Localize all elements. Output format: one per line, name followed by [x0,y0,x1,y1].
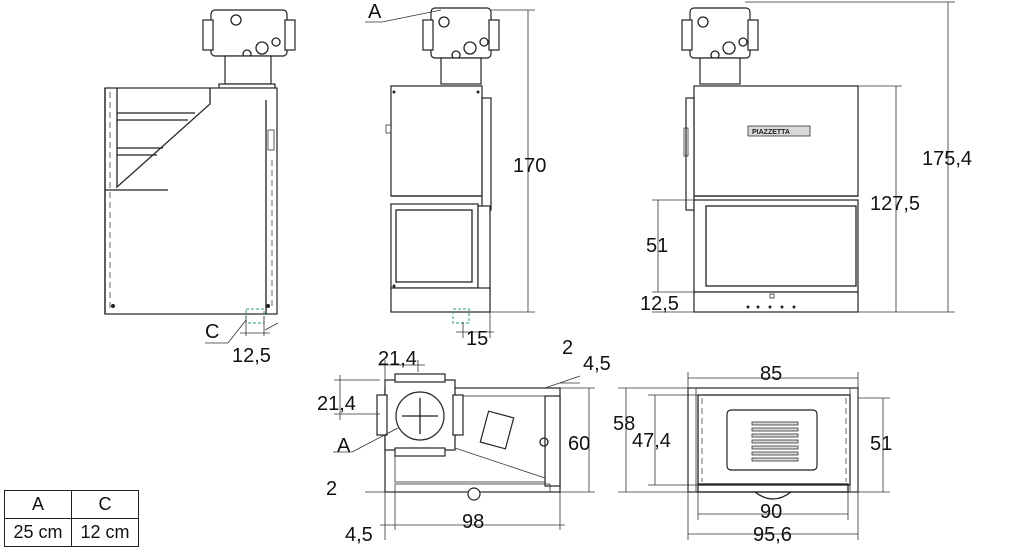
label-a-front: A [368,1,382,23]
side-view-body [104,87,278,315]
dimension-labels: A C 170 175,4 127,5 51 12,5 12,5 15 21,4… [205,1,972,546]
dim-4-5-bottom: 4,5 [345,524,373,546]
dim-51-depth: 51 [870,433,892,455]
dim-170: 170 [513,155,546,177]
legend-header-c: C [71,490,139,519]
legend-header-a: A [4,490,72,519]
dim-21-4-side: 21,4 [317,393,356,415]
legend-table: A C 25 cm 12 cm [4,490,139,547]
brand-plate [747,125,811,137]
dim-21-4-top: 21,4 [378,348,417,370]
dim-47-4: 47,4 [632,430,671,452]
legend-value-c: 12 cm [71,518,139,547]
front-view-hood [390,85,483,197]
front-view-right [652,1,955,313]
grate-bars [751,421,799,462]
dim-58: 58 [613,413,635,435]
front-view-fan-unit [422,7,500,85]
front-view [365,7,535,338]
front-view-firebox [390,203,479,289]
dim-12-5-left: 12,5 [232,345,271,367]
brand-plate-text: PIAZZETTA [752,129,790,136]
dim-90: 90 [760,501,782,523]
dim-12-5-right: 12,5 [640,293,679,315]
dim-127-5: 127,5 [870,193,920,215]
dim-175-4: 175,4 [922,148,972,170]
legend-value-a: 25 cm [4,518,72,547]
side-view-fan-unit [202,9,296,101]
dim-95-6: 95,6 [753,524,792,546]
side-view [104,9,296,344]
top-view-right [618,372,890,540]
dim-98: 98 [462,511,484,533]
front-view-right-hood [693,85,859,197]
dim-2-bottom: 2 [326,478,337,500]
dim-51-height: 51 [646,235,668,257]
dim-60: 60 [568,433,590,455]
front-view-right-firebox [693,199,859,293]
dim-15: 15 [466,328,488,350]
dim-4-5-top: 4,5 [583,353,611,375]
top-view [333,360,595,540]
dim-85: 85 [760,363,782,385]
label-c: C [205,321,219,343]
front-view-right-fan-unit [681,7,759,85]
label-a-top: A [337,435,351,457]
dim-2-top: 2 [562,337,573,359]
